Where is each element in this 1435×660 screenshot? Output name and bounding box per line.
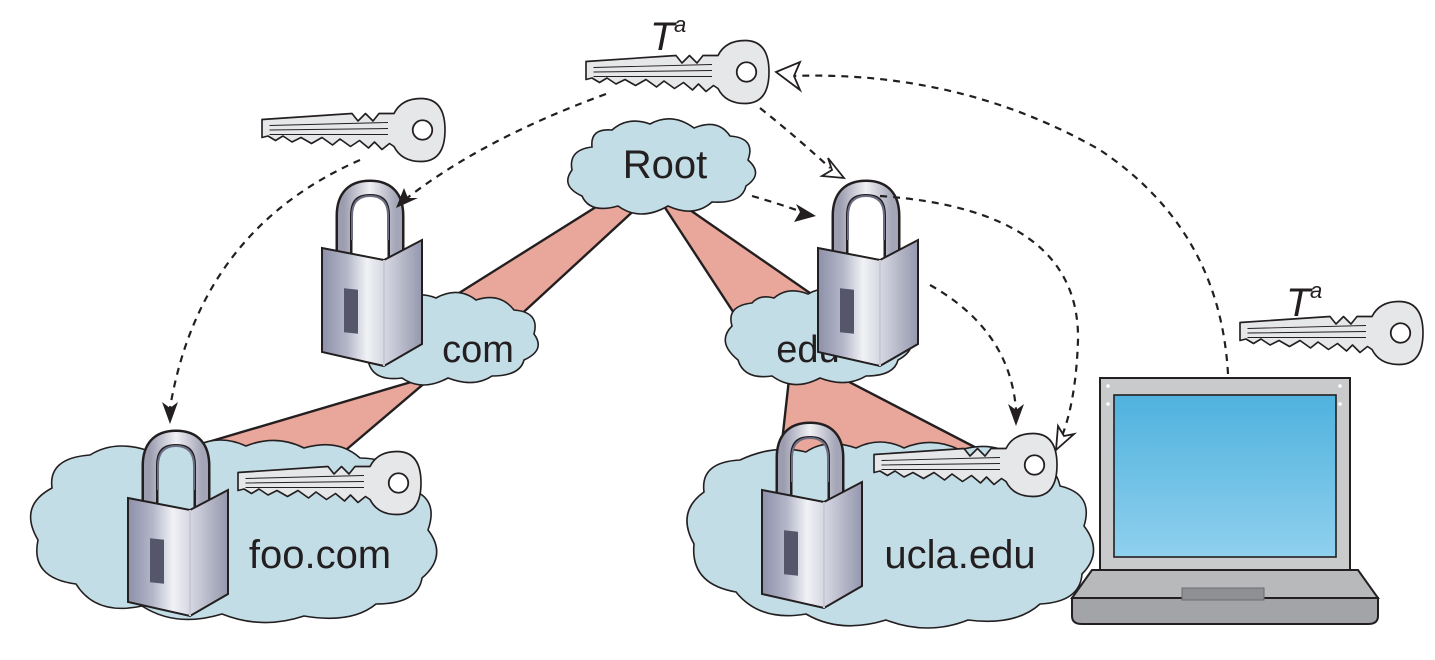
laptop-icon [1070, 377, 1380, 625]
padlock-icon [818, 188, 918, 366]
root-zone-label: Root [623, 143, 708, 187]
root-cloud [566, 118, 757, 215]
key-icon [1239, 300, 1424, 366]
svg-text:a: a [1310, 278, 1322, 303]
svg-text:T: T [650, 15, 677, 59]
trust-anchor-label-laptop: T a [1286, 278, 1322, 325]
key-icon [261, 97, 446, 163]
foo-com-zone-label: foo.com [249, 533, 391, 577]
key-icon [585, 39, 770, 105]
trust-anchor-label-top: T a [650, 12, 686, 59]
svg-text:T: T [1286, 281, 1313, 325]
validation-arrows [162, 60, 1230, 453]
padlock-icon [322, 188, 422, 366]
ucla-edu-zone-label: ucla.edu [884, 533, 1035, 577]
svg-text:a: a [674, 12, 686, 37]
com-zone-label: com [442, 329, 514, 371]
